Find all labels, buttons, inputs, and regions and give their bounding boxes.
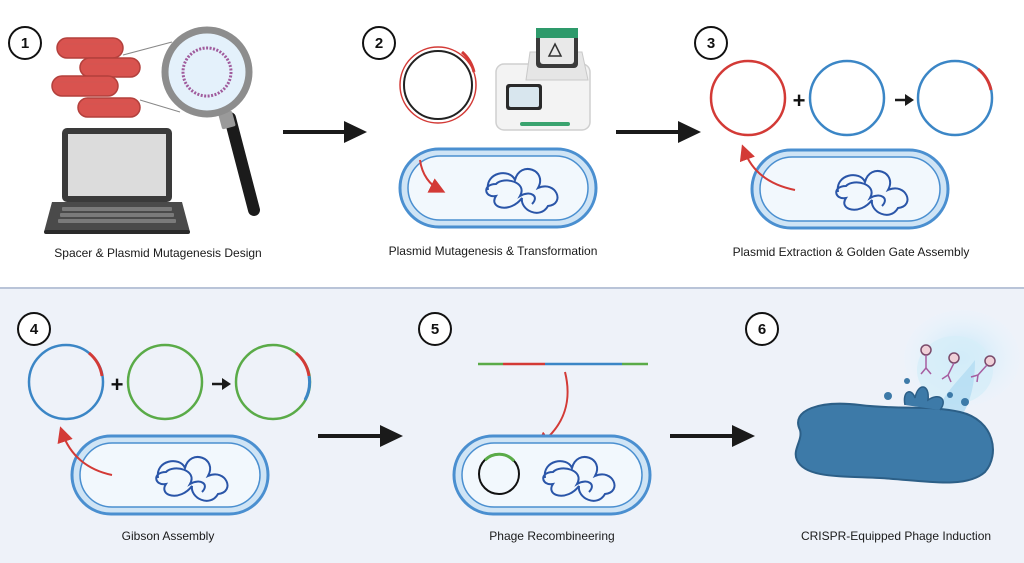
- step-number: 4: [30, 321, 39, 338]
- step-4: 4 + Gibson Assembly: [17, 312, 312, 543]
- step-number-badge: [362, 26, 396, 60]
- plasmid-icon: [399, 46, 477, 124]
- small-arrow-icon: [212, 378, 231, 390]
- lysing-bacterium-icon: [794, 378, 994, 484]
- phage-genome-circle-icon: [478, 452, 520, 495]
- step-number: 2: [375, 35, 383, 52]
- bacterial-cell-icon: [57, 426, 270, 516]
- bacterial-cell-icon: [452, 434, 652, 516]
- step-label: Plasmid Mutagenesis & Transformation: [389, 244, 598, 258]
- phage-particle-icon: [920, 344, 996, 383]
- plasmid-green-icon: [126, 343, 204, 421]
- bacteria-cluster-icon: [51, 37, 141, 118]
- thermocycler-icon: [495, 28, 591, 131]
- bacterial-cell-icon: [398, 147, 598, 229]
- step-2: 2 Plasmid Mutagenesis & Transformat: [362, 26, 598, 258]
- phage-burst-cloud-icon: [904, 310, 1020, 425]
- small-arrow-icon: [895, 94, 914, 106]
- step-label: CRISPR-Equipped Phage Induction: [801, 529, 991, 543]
- flow-arrow-1-2: [283, 121, 367, 143]
- step-label: Plasmid Extraction & Golden Gate Assembl…: [733, 245, 970, 259]
- chromosome-dna-icon: [542, 456, 616, 502]
- step-number: 1: [21, 35, 29, 52]
- step-number-badge: [694, 26, 728, 60]
- step-number: 6: [758, 321, 766, 338]
- step-5: 5 Phage Recombineering: [418, 312, 652, 543]
- chromosome-dna-icon: [835, 170, 909, 216]
- chromosome-dna-icon: [155, 456, 229, 502]
- step-label: Gibson Assembly: [122, 529, 215, 543]
- step-number-badge: [745, 312, 779, 346]
- plasmid-blue-icon: [808, 59, 886, 137]
- step-number: 3: [707, 35, 715, 52]
- flow-arrow-5-6: [670, 425, 755, 447]
- plus-operator: +: [111, 372, 124, 397]
- flow-arrow-2-3: [616, 121, 701, 143]
- assembled-plasmid-icon: [234, 343, 312, 421]
- assembled-plasmid-icon: [916, 59, 994, 137]
- step-6: 6: [745, 310, 1020, 543]
- plasmid-blue-red-icon: [27, 343, 105, 421]
- step-label: Spacer & Plasmid Mutagenesis Design: [54, 246, 261, 260]
- step-number-badge: [8, 26, 42, 60]
- bacterial-cell-icon: [739, 144, 950, 230]
- flow-arrow-4-5: [318, 425, 403, 447]
- step-3: 3 + Plasmid Extraction & Golden Gate Ass…: [694, 26, 994, 259]
- plasmid-red-icon: [709, 59, 787, 137]
- step-number-badge: [418, 312, 452, 346]
- step-1: 1: [8, 26, 262, 260]
- step-label: Phage Recombineering: [489, 529, 614, 543]
- magnifying-glass-icon: [122, 26, 260, 216]
- chromosome-dna-icon: [485, 168, 559, 214]
- plus-operator: +: [793, 88, 806, 113]
- step-number: 5: [431, 321, 439, 338]
- step-number-badge: [17, 312, 51, 346]
- laptop-icon: [44, 128, 190, 234]
